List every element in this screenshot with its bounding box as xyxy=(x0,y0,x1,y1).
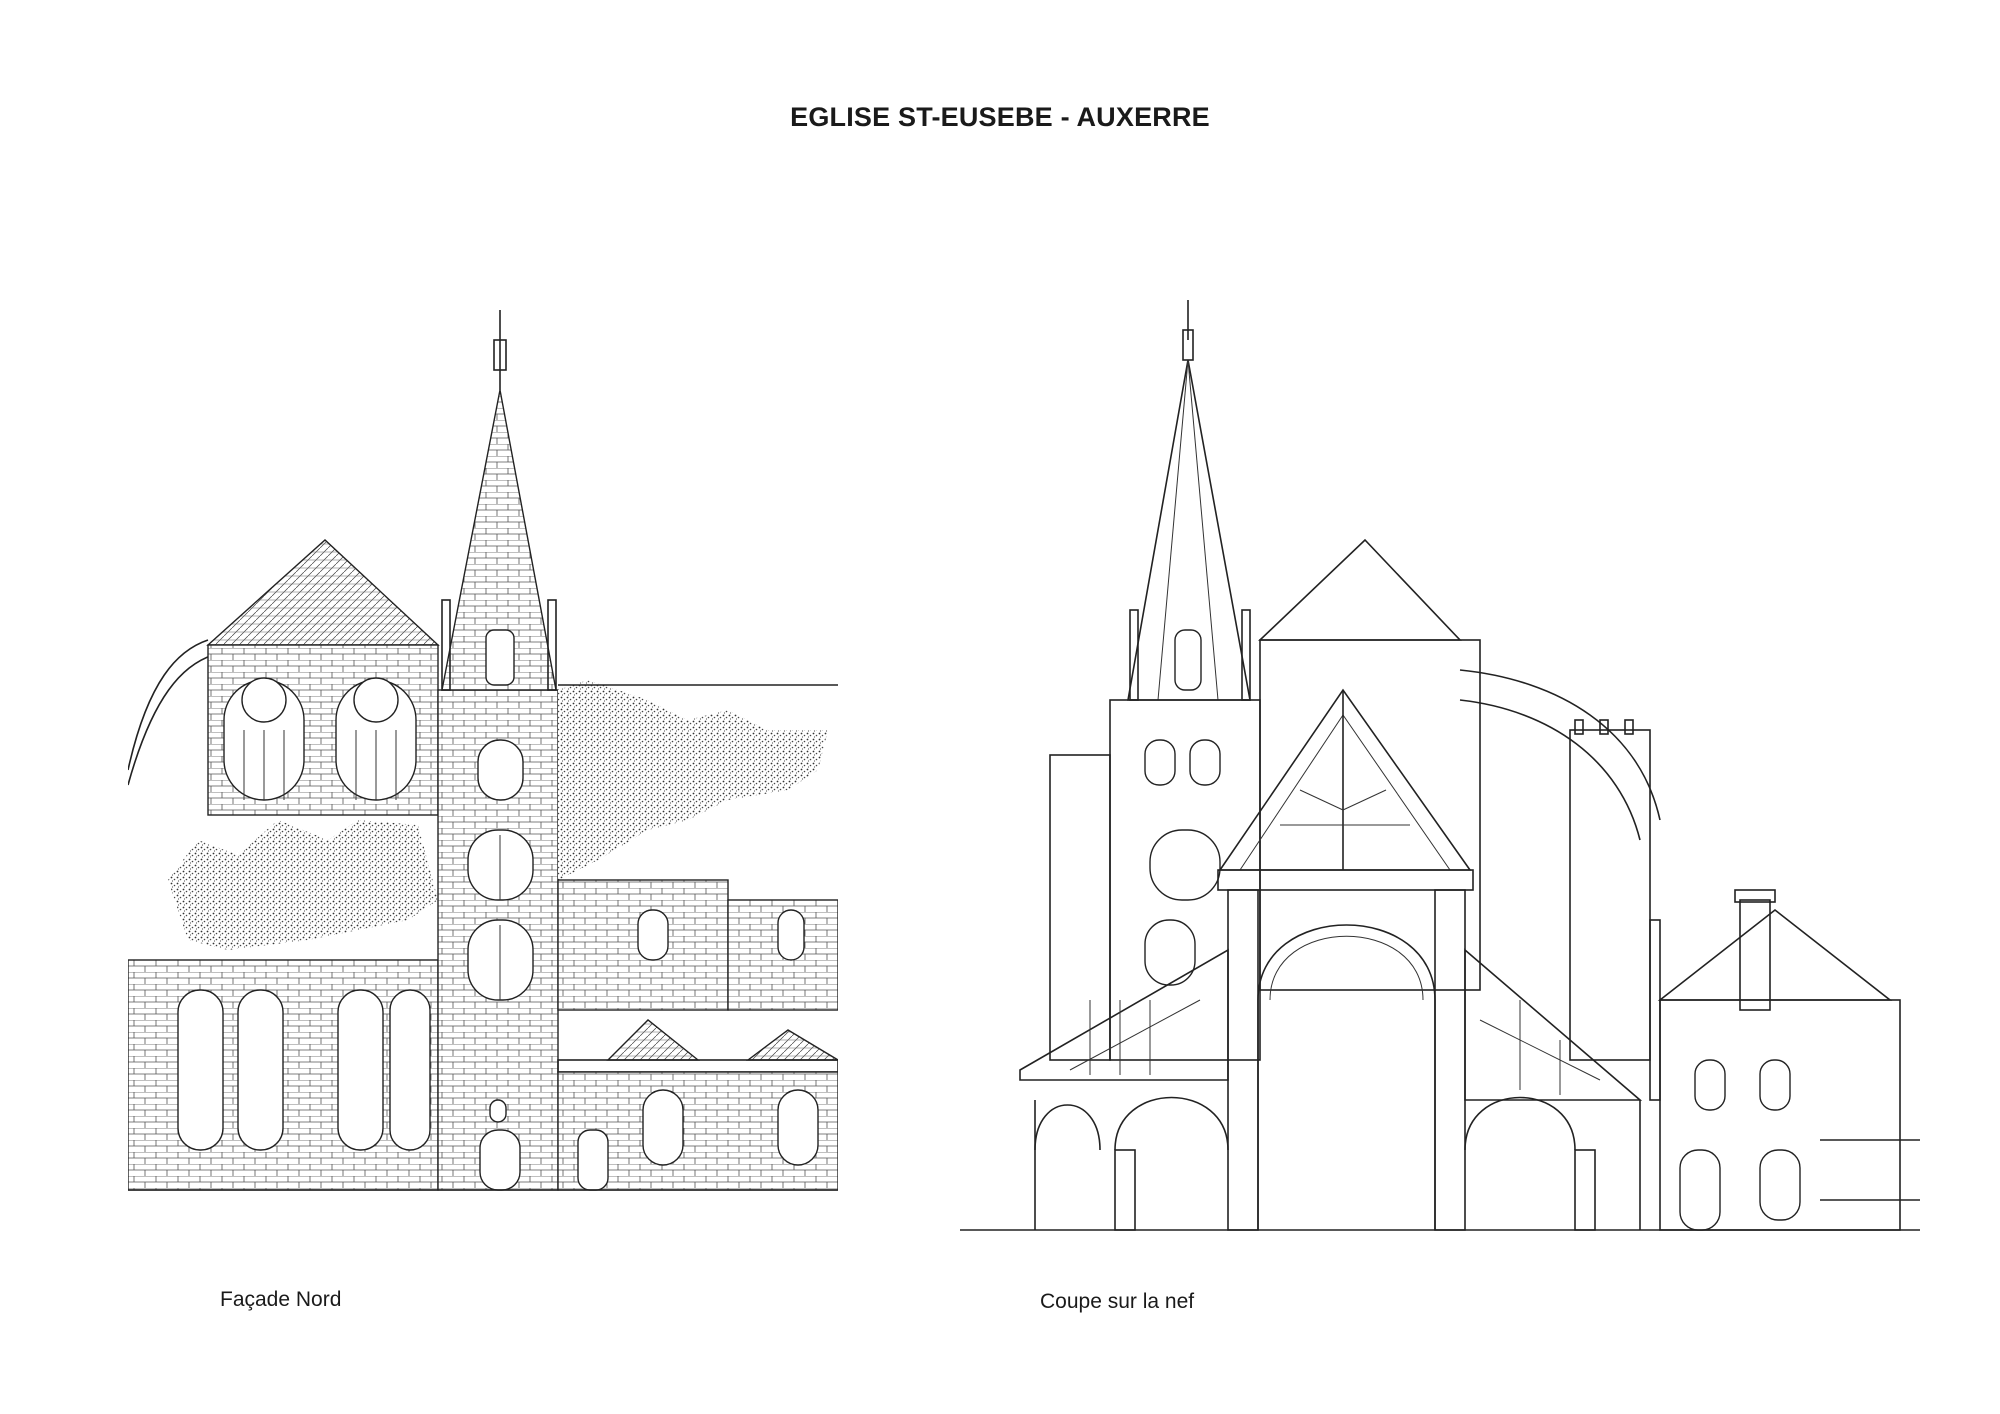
coupe-nef-section-illustration xyxy=(960,300,1920,1231)
coupe-nef-caption: Coupe sur la nef xyxy=(1040,1290,1195,1313)
facade-nord-elevation-illustration xyxy=(128,310,838,1191)
sheet-title: EGLISE ST-EUSEBE - AUXERRE xyxy=(790,102,1210,132)
facade-nord-drawing xyxy=(128,300,838,1260)
facade-nord-caption: Façade Nord xyxy=(220,1288,342,1311)
coupe-nef-drawing xyxy=(960,300,1920,1260)
